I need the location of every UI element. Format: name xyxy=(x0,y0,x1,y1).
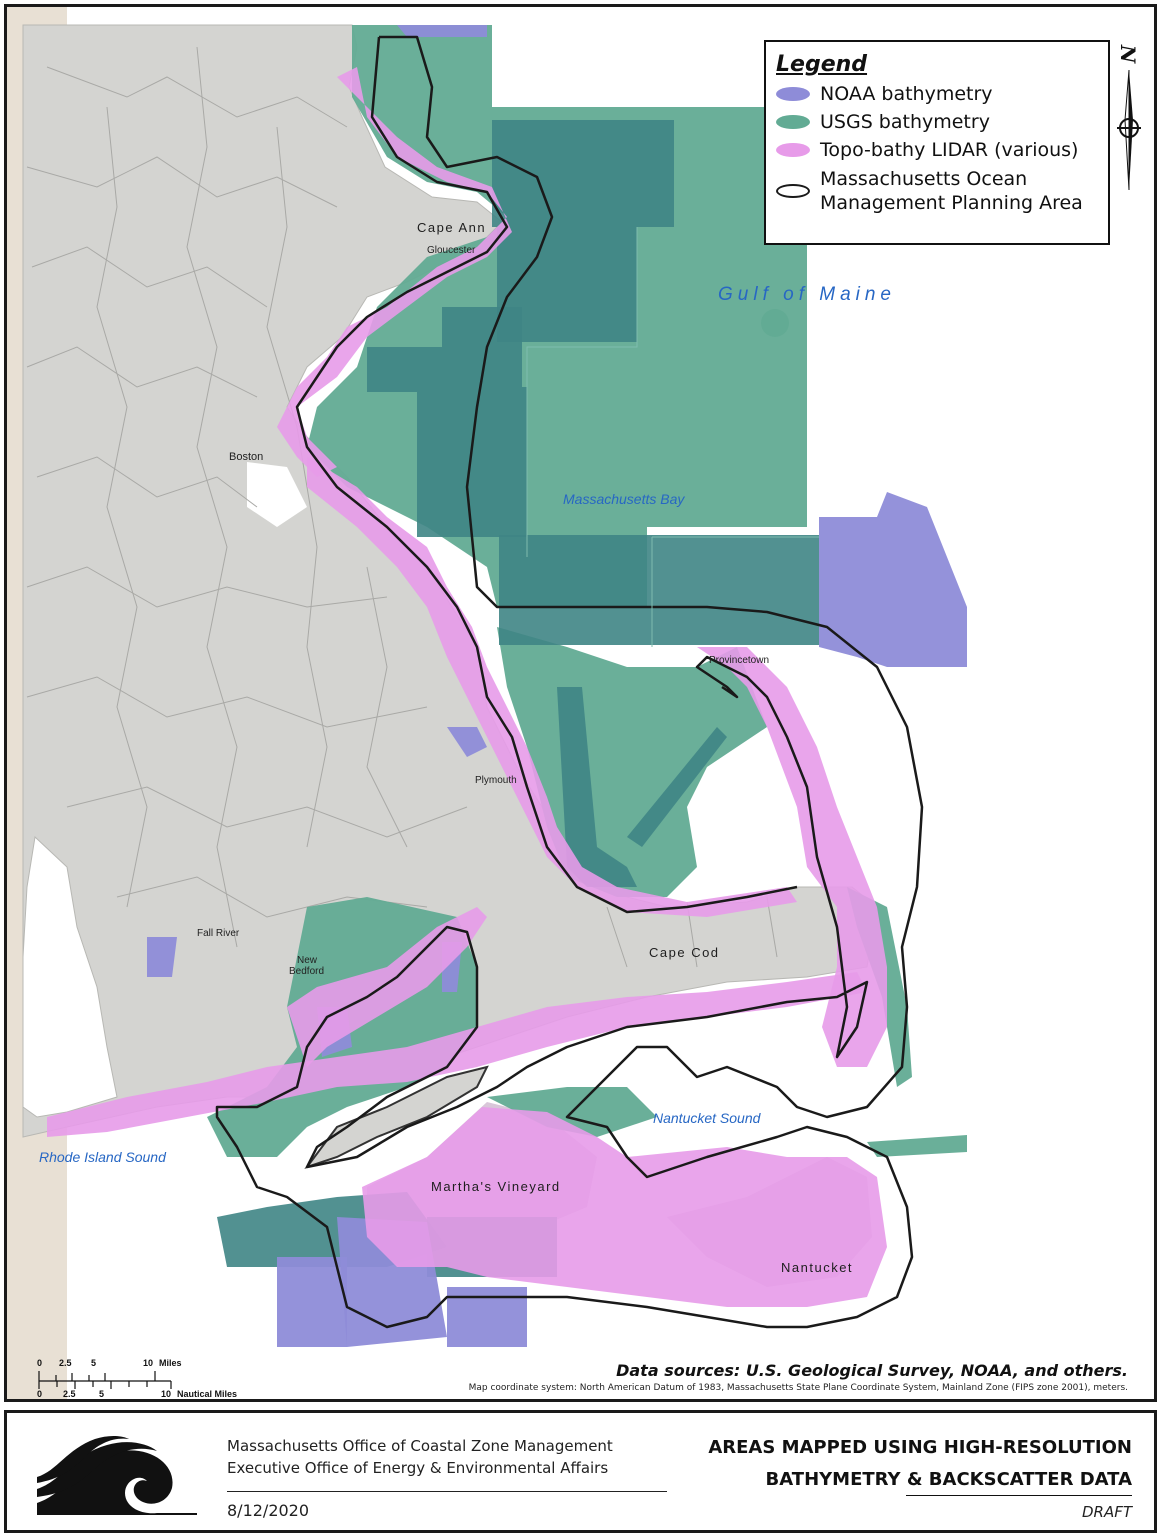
label-gloucester: Gloucester xyxy=(427,245,476,256)
scale-mi-25: 2.5 xyxy=(59,1358,72,1368)
legend-item-planning-area: Massachusetts Ocean Management Planning … xyxy=(776,167,1098,215)
scale-mi-10: 10 xyxy=(143,1358,153,1368)
usgs-swatch xyxy=(776,115,810,129)
scale-nm-0: 0 xyxy=(37,1389,42,1399)
label-cape-cod: Cape Cod xyxy=(649,945,720,960)
label-marthas-vineyard: Martha's Vineyard xyxy=(431,1179,561,1194)
draft-status: DRAFT xyxy=(1081,1503,1132,1521)
map-frame: Cape Ann Gloucester Boston Provincetown … xyxy=(4,4,1157,1402)
label-new-bedford-1: New xyxy=(297,955,318,966)
boston-harbor xyxy=(247,462,307,527)
label-rhode-island-sound: Rhode Island Sound xyxy=(39,1149,166,1165)
scale-nm-5: 5 xyxy=(99,1389,104,1399)
label-boston: Boston xyxy=(229,451,264,463)
scale-mi-0: 0 xyxy=(37,1358,42,1368)
coordinate-system-note: Map coordinate system: North American Da… xyxy=(468,1383,1128,1393)
footer-divider xyxy=(227,1491,667,1492)
north-arrow-letter: N xyxy=(1116,44,1140,64)
label-cape-ann: Cape Ann xyxy=(417,220,487,235)
narragansett-bay xyxy=(22,835,118,1118)
noaa-swatch xyxy=(776,87,810,101)
label-fall-river: Fall River xyxy=(197,928,240,939)
legend-item-usgs: USGS bathymetry xyxy=(776,111,1098,133)
map-title-line1: AREAS MAPPED USING HIGH-RESOLUTION xyxy=(708,1437,1132,1458)
planning-area-swatch xyxy=(776,184,810,198)
data-sources-note: Data sources: U.S. Geological Survey, NO… xyxy=(616,1361,1128,1380)
legend-label-planning-line1: Massachusetts Ocean xyxy=(820,168,1028,190)
lidar-swatch xyxy=(776,143,810,157)
label-plymouth: Plymouth xyxy=(475,775,517,786)
legend-label-planning-area: Massachusetts Ocean Management Planning … xyxy=(820,167,1083,215)
label-massachusetts-bay: Massachusetts Bay xyxy=(563,491,685,507)
title-underline xyxy=(906,1495,1132,1496)
legend-title: Legend xyxy=(776,52,868,77)
label-nantucket-sound: Nantucket Sound xyxy=(653,1110,761,1126)
survey-lines xyxy=(526,227,819,647)
map-canvas xyxy=(7,7,967,1399)
map-date: 8/12/2020 xyxy=(227,1501,310,1520)
legend-label-usgs: USGS bathymetry xyxy=(820,111,990,133)
label-gulf-of-maine: Gulf of Maine xyxy=(718,284,896,305)
legend-label-noaa: NOAA bathymetry xyxy=(820,83,993,105)
label-nantucket: Nantucket xyxy=(781,1260,854,1275)
scale-nm-10: 10 xyxy=(161,1389,171,1399)
planning-area-boundary xyxy=(215,35,924,1329)
legend-label-planning-line2: Management Planning Area xyxy=(820,192,1083,214)
scale-bar: 0 2.5 5 10 Miles 0 2.5 5 10 Nautical Mil… xyxy=(37,1358,237,1399)
map-title-line2: BATHYMETRY & BACKSCATTER DATA xyxy=(765,1469,1132,1490)
scale-nm-unit: Nautical Miles xyxy=(177,1389,237,1399)
map-legend: Legend NOAA bathymetry USGS bathymetry T… xyxy=(764,40,1110,245)
label-new-bedford-2: Bedford xyxy=(289,966,325,977)
north-arrow-icon: N xyxy=(1116,44,1141,191)
org-parent: Executive Office of Energy & Environment… xyxy=(227,1459,609,1477)
czm-wave-logo-icon xyxy=(37,1436,197,1515)
legend-label-lidar: Topo-bathy LIDAR (various) xyxy=(820,139,1079,161)
legend-item-lidar: Topo-bathy LIDAR (various) xyxy=(776,139,1098,161)
scale-nm-25: 2.5 xyxy=(63,1389,76,1399)
title-block: Massachusetts Office of Coastal Zone Man… xyxy=(4,1410,1157,1533)
org-name: Massachusetts Office of Coastal Zone Man… xyxy=(227,1437,613,1455)
scale-mi-unit: Miles xyxy=(159,1358,182,1368)
label-provincetown: Provincetown xyxy=(709,655,770,666)
scale-mi-5: 5 xyxy=(91,1358,96,1368)
legend-item-noaa: NOAA bathymetry xyxy=(776,83,1098,105)
